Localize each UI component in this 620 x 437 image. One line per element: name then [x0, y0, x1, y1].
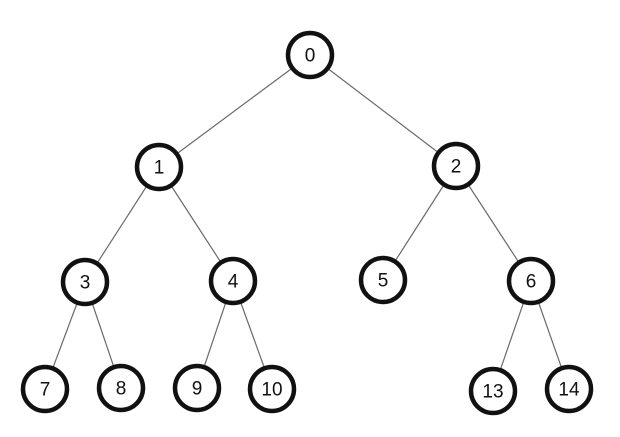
- node-circle-3: [60, 257, 110, 307]
- tree-node-7: 7: [20, 364, 70, 414]
- edge-0-2: [309, 54, 457, 167]
- node-label-2: 2: [451, 157, 462, 178]
- node-circle-5: [358, 255, 408, 305]
- node-label-1: 1: [154, 158, 165, 179]
- tree-node-5: 5: [358, 255, 408, 305]
- node-label-0: 0: [305, 46, 316, 67]
- node-label-10: 10: [261, 380, 282, 401]
- node-label-5: 5: [378, 271, 389, 292]
- node-circle-8: [96, 363, 146, 413]
- node-circle-10: [247, 364, 297, 414]
- node-label-7: 7: [40, 380, 51, 401]
- node-circle-7: [20, 364, 70, 414]
- node-label-6: 6: [526, 272, 537, 293]
- tree-edges: [44, 54, 570, 392]
- node-circle-14: [544, 364, 594, 414]
- node-circle-9: [172, 363, 222, 413]
- tree-node-6: 6: [506, 256, 556, 306]
- node-label-8: 8: [116, 379, 127, 400]
- node-label-14: 14: [558, 380, 580, 401]
- tree-node-13: 13: [468, 366, 518, 416]
- tree-node-3: 3: [60, 257, 110, 307]
- node-circle-6: [506, 256, 556, 306]
- tree-node-10: 10: [247, 364, 297, 414]
- tree-nodes: 0 1 2 3 4 5 6 7 8 9 10 13 14: [20, 30, 594, 416]
- node-circle-13: [468, 366, 518, 416]
- edge-0-1: [158, 54, 311, 168]
- tree-node-4: 4: [208, 256, 258, 306]
- tree-node-9: 9: [172, 363, 222, 413]
- tree-node-1: 1: [134, 142, 184, 192]
- node-label-3: 3: [80, 273, 91, 294]
- node-label-9: 9: [192, 379, 203, 400]
- node-circle-4: [208, 256, 258, 306]
- node-label-4: 4: [228, 272, 239, 293]
- node-label-13: 13: [482, 382, 503, 403]
- node-circle-2: [431, 141, 481, 191]
- node-circle-0: [285, 30, 335, 80]
- tree-node-0: 0: [285, 30, 335, 80]
- tree-node-2: 2: [431, 141, 481, 191]
- tree-node-14: 14: [544, 364, 594, 414]
- tree-node-8: 8: [96, 363, 146, 413]
- node-circle-1: [134, 142, 184, 192]
